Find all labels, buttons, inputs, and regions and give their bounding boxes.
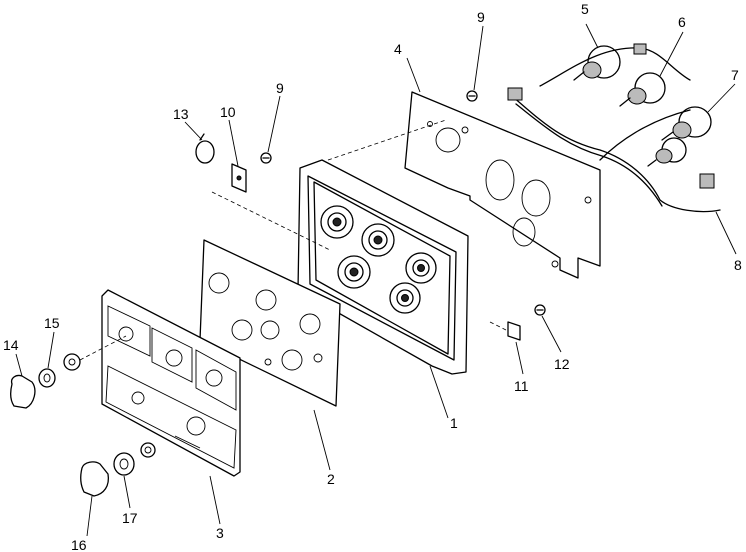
clip — [507, 321, 521, 341]
washer-upper — [38, 368, 56, 388]
callout-7: 7 — [731, 67, 739, 83]
callout-12: 12 — [554, 356, 570, 372]
callout-8: 8 — [734, 257, 742, 273]
callout-16: 16 — [71, 537, 87, 552]
mounting-plate — [404, 91, 601, 279]
callout-2: 2 — [327, 471, 335, 487]
callout-9-upper: 9 — [477, 9, 485, 25]
gauge-7 — [661, 106, 712, 141]
gauge-socket-5 — [389, 282, 421, 314]
panel-housing — [297, 159, 469, 375]
clamp — [195, 133, 215, 164]
gauge-6 — [619, 72, 666, 107]
callout-11: 11 — [514, 378, 529, 394]
gauge-socket-4 — [405, 252, 437, 284]
callout-17: 17 — [122, 510, 138, 526]
gauge-socket-1 — [320, 205, 354, 239]
wiring-harness — [507, 43, 721, 213]
leader-lines — [15, 23, 737, 537]
gasket — [199, 239, 341, 407]
bracket — [231, 163, 247, 193]
callout-1: 1 — [450, 415, 458, 431]
callout-13: 13 — [173, 106, 189, 122]
nut-lower — [140, 442, 156, 458]
screw-left — [260, 152, 272, 164]
callout-5: 5 — [581, 1, 589, 17]
washer-lower — [113, 452, 135, 476]
assembly-lines — [79, 119, 507, 361]
gauge-5 — [573, 45, 621, 81]
gauge-socket-2 — [361, 223, 395, 257]
callout-15: 15 — [44, 315, 60, 331]
gauge-socket-3 — [337, 255, 371, 289]
knob-lower — [80, 461, 110, 497]
nut-upper — [63, 353, 81, 371]
screw-right — [534, 304, 546, 316]
knob-upper — [10, 374, 36, 409]
callout-14: 14 — [3, 337, 19, 353]
callout-4: 4 — [394, 41, 402, 57]
callout-3: 3 — [216, 525, 224, 541]
callout-9-left: 9 — [276, 80, 284, 96]
callout-6: 6 — [678, 14, 686, 30]
screw-upper — [466, 90, 478, 102]
gauge-lower — [647, 137, 687, 167]
callout-10: 10 — [220, 104, 236, 120]
callouts: 1 2 3 4 5 6 7 8 9 9 10 11 12 13 14 15 16… — [3, 1, 742, 552]
face-plate — [101, 289, 241, 477]
